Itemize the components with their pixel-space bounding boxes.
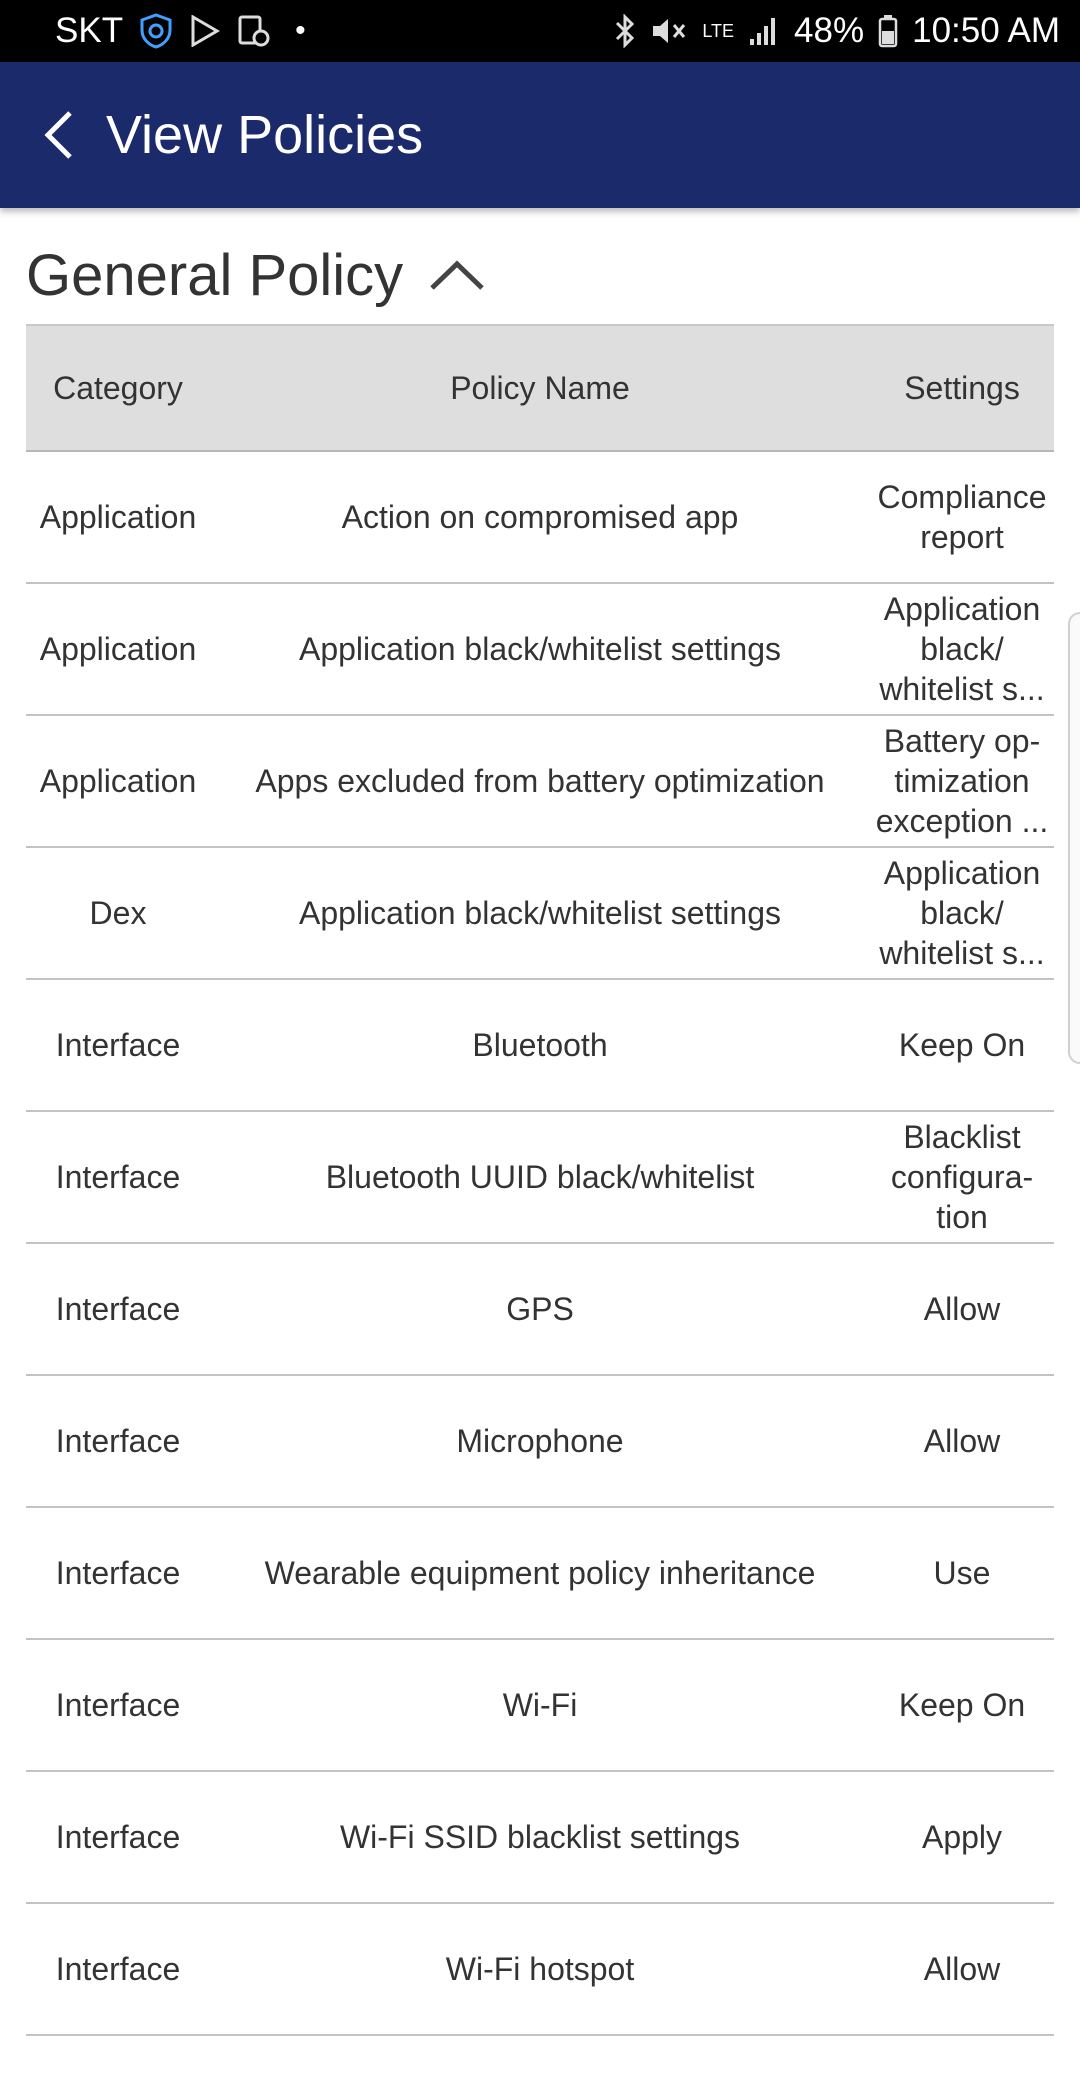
cell-category: Dex [89, 895, 147, 931]
cell-category: Interface [55, 1687, 181, 1723]
cell-setting: Blacklist configura- tion [890, 1119, 1034, 1235]
cell-setting: Application black/ whitelist s... [879, 855, 1045, 971]
edge-panel-handle[interactable] [1068, 612, 1080, 1064]
table-row[interactable]: Interface Wi-Fi SSID blacklist settings … [26, 1772, 1054, 1904]
battery-icon [878, 14, 898, 48]
cell-category: Interface [55, 1555, 181, 1591]
play-store-icon [189, 15, 221, 47]
column-header-settings: Settings [904, 369, 1020, 406]
column-header-policy-name: Policy Name [450, 369, 630, 406]
table-row[interactable]: Interface Bluetooth UUID black/whitelist… [26, 1112, 1054, 1244]
cell-category: Interface [55, 1027, 181, 1063]
cell-setting: Apply [921, 1819, 1003, 1855]
table-row[interactable]: Interface Wi-Fi Keep On [26, 1640, 1054, 1772]
collapse-toggle-button[interactable] [427, 245, 487, 305]
cell-category: Interface [55, 1423, 181, 1459]
app-bar: View Policies [0, 62, 1080, 208]
cell-setting: Use [933, 1555, 991, 1591]
cell-policy-name: Microphone [456, 1423, 624, 1459]
signal-icon [748, 15, 780, 47]
table-row[interactable]: Interface GPS Allow [26, 1244, 1054, 1376]
lte-icon: LTE [702, 21, 735, 41]
section-title: General Policy [26, 242, 404, 308]
table-row[interactable]: Interface Microphone Allow [26, 1376, 1054, 1508]
carrier-label: SKT [55, 11, 124, 50]
policy-table: Category Policy Name Settings Applicatio… [26, 324, 1054, 2036]
chevron-up-icon [430, 260, 484, 290]
mute-icon [650, 14, 688, 48]
battery-percent: 48% [794, 11, 865, 50]
dot-icon: • [295, 14, 306, 47]
cell-policy-name: Wi-Fi hotspot [445, 1951, 635, 1987]
device-manage-icon [237, 14, 271, 48]
table-row[interactable]: Dex Application black/whitelist settings… [26, 848, 1054, 980]
cell-category: Interface [55, 1159, 181, 1195]
section-header[interactable]: General Policy [26, 232, 487, 318]
cell-policy-name: Wi-Fi SSID blacklist settings [339, 1819, 741, 1855]
cell-category: Application [39, 763, 197, 799]
clock: 10:50 AM [912, 11, 1060, 50]
cell-setting: Keep On [898, 1027, 1026, 1063]
shield-check-icon [139, 13, 173, 49]
cell-category: Application [39, 631, 197, 667]
cell-category: Interface [55, 1819, 181, 1855]
cell-setting: Allow [923, 1951, 1001, 1987]
cell-category: Interface [55, 1291, 181, 1327]
back-arrow-icon [44, 111, 72, 159]
table-row[interactable]: Interface Wi-Fi hotspot Allow [26, 1904, 1054, 2036]
cell-setting: Keep On [898, 1687, 1026, 1723]
cell-policy-name: Bluetooth UUID black/whitelist [325, 1159, 755, 1195]
cell-setting: Application black/ whitelist s... [879, 591, 1045, 707]
cell-policy-name: Wearable equipment policy inheritance [264, 1555, 816, 1591]
cell-setting: Compliance report [877, 479, 1047, 555]
table-row[interactable]: Interface Bluetooth Keep On [26, 980, 1054, 1112]
bluetooth-icon [614, 14, 636, 48]
cell-policy-name: Wi-Fi [502, 1687, 578, 1723]
cell-policy-name: Apps excluded from battery optimization [255, 763, 825, 799]
status-bar: SKT • LTE 48% 10:50 AM [0, 0, 1080, 62]
cell-policy-name: Action on compromised app [341, 499, 739, 535]
table-row[interactable]: Application Application black/whitelist … [26, 584, 1054, 716]
table-row[interactable]: Application Apps excluded from battery o… [26, 716, 1054, 848]
cell-setting: Battery op- timization exception ... [875, 723, 1049, 839]
cell-policy-name: GPS [506, 1291, 574, 1327]
cell-policy-name: Application black/whitelist settings [298, 895, 781, 931]
back-button[interactable] [18, 95, 98, 175]
cell-setting: Allow [923, 1291, 1001, 1327]
table-row[interactable]: Application Action on compromised app Co… [26, 452, 1054, 584]
cell-setting: Allow [923, 1423, 1001, 1459]
table-header: Category Policy Name Settings [26, 324, 1054, 452]
cell-category: Application [39, 499, 197, 535]
cell-policy-name: Bluetooth [472, 1027, 608, 1063]
column-header-category: Category [53, 369, 183, 406]
table-row[interactable]: Interface Wearable equipment policy inhe… [26, 1508, 1054, 1640]
cell-policy-name: Application black/whitelist settings [298, 631, 781, 667]
cell-category: Interface [55, 1951, 181, 1987]
page-title: View Policies [106, 105, 424, 165]
